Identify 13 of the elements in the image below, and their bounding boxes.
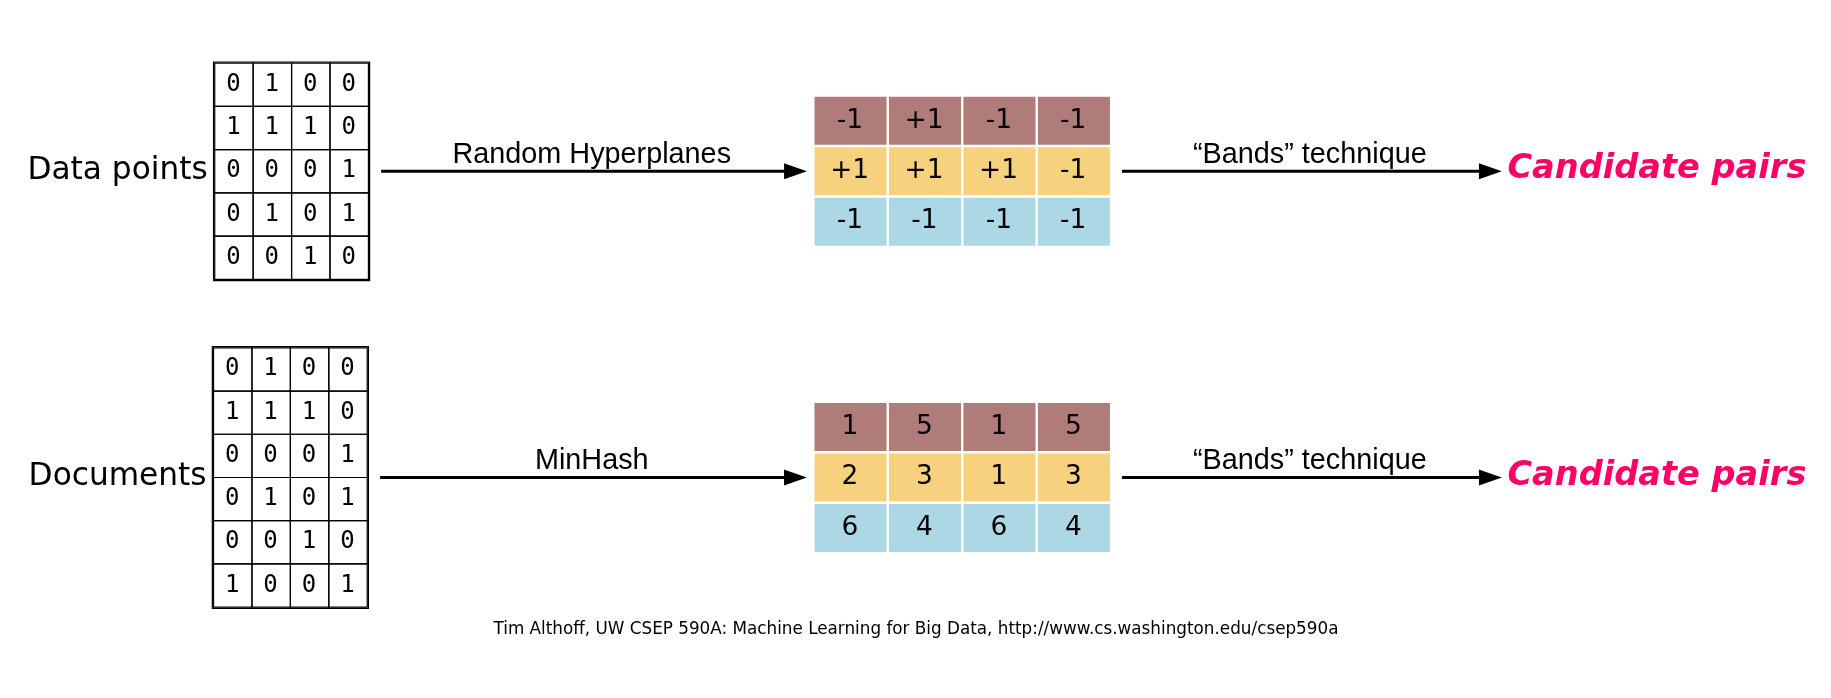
edge-label: “Bands” technique bbox=[1192, 137, 1427, 170]
caption: Tim Althoff, UW CSEP 590A: Machine Learning for Big Data, http://www.cs.washington.edu/csep590a bbox=[493, 617, 1338, 638]
node-label: Data points bbox=[26, 149, 208, 186]
arrow bbox=[380, 163, 807, 180]
arrow bbox=[379, 469, 807, 486]
node-text: Candidate pairs bbox=[1506, 453, 1806, 493]
node-label: Documents bbox=[28, 456, 207, 493]
node-text: Candidate pairs bbox=[1506, 147, 1806, 187]
edge-label: MinHash bbox=[534, 443, 649, 476]
arrow bbox=[1121, 469, 1502, 486]
edge-label: “Bands” technique bbox=[1192, 443, 1427, 476]
arrow bbox=[1121, 163, 1502, 180]
edge-label: Random Hyperplanes bbox=[452, 137, 731, 170]
